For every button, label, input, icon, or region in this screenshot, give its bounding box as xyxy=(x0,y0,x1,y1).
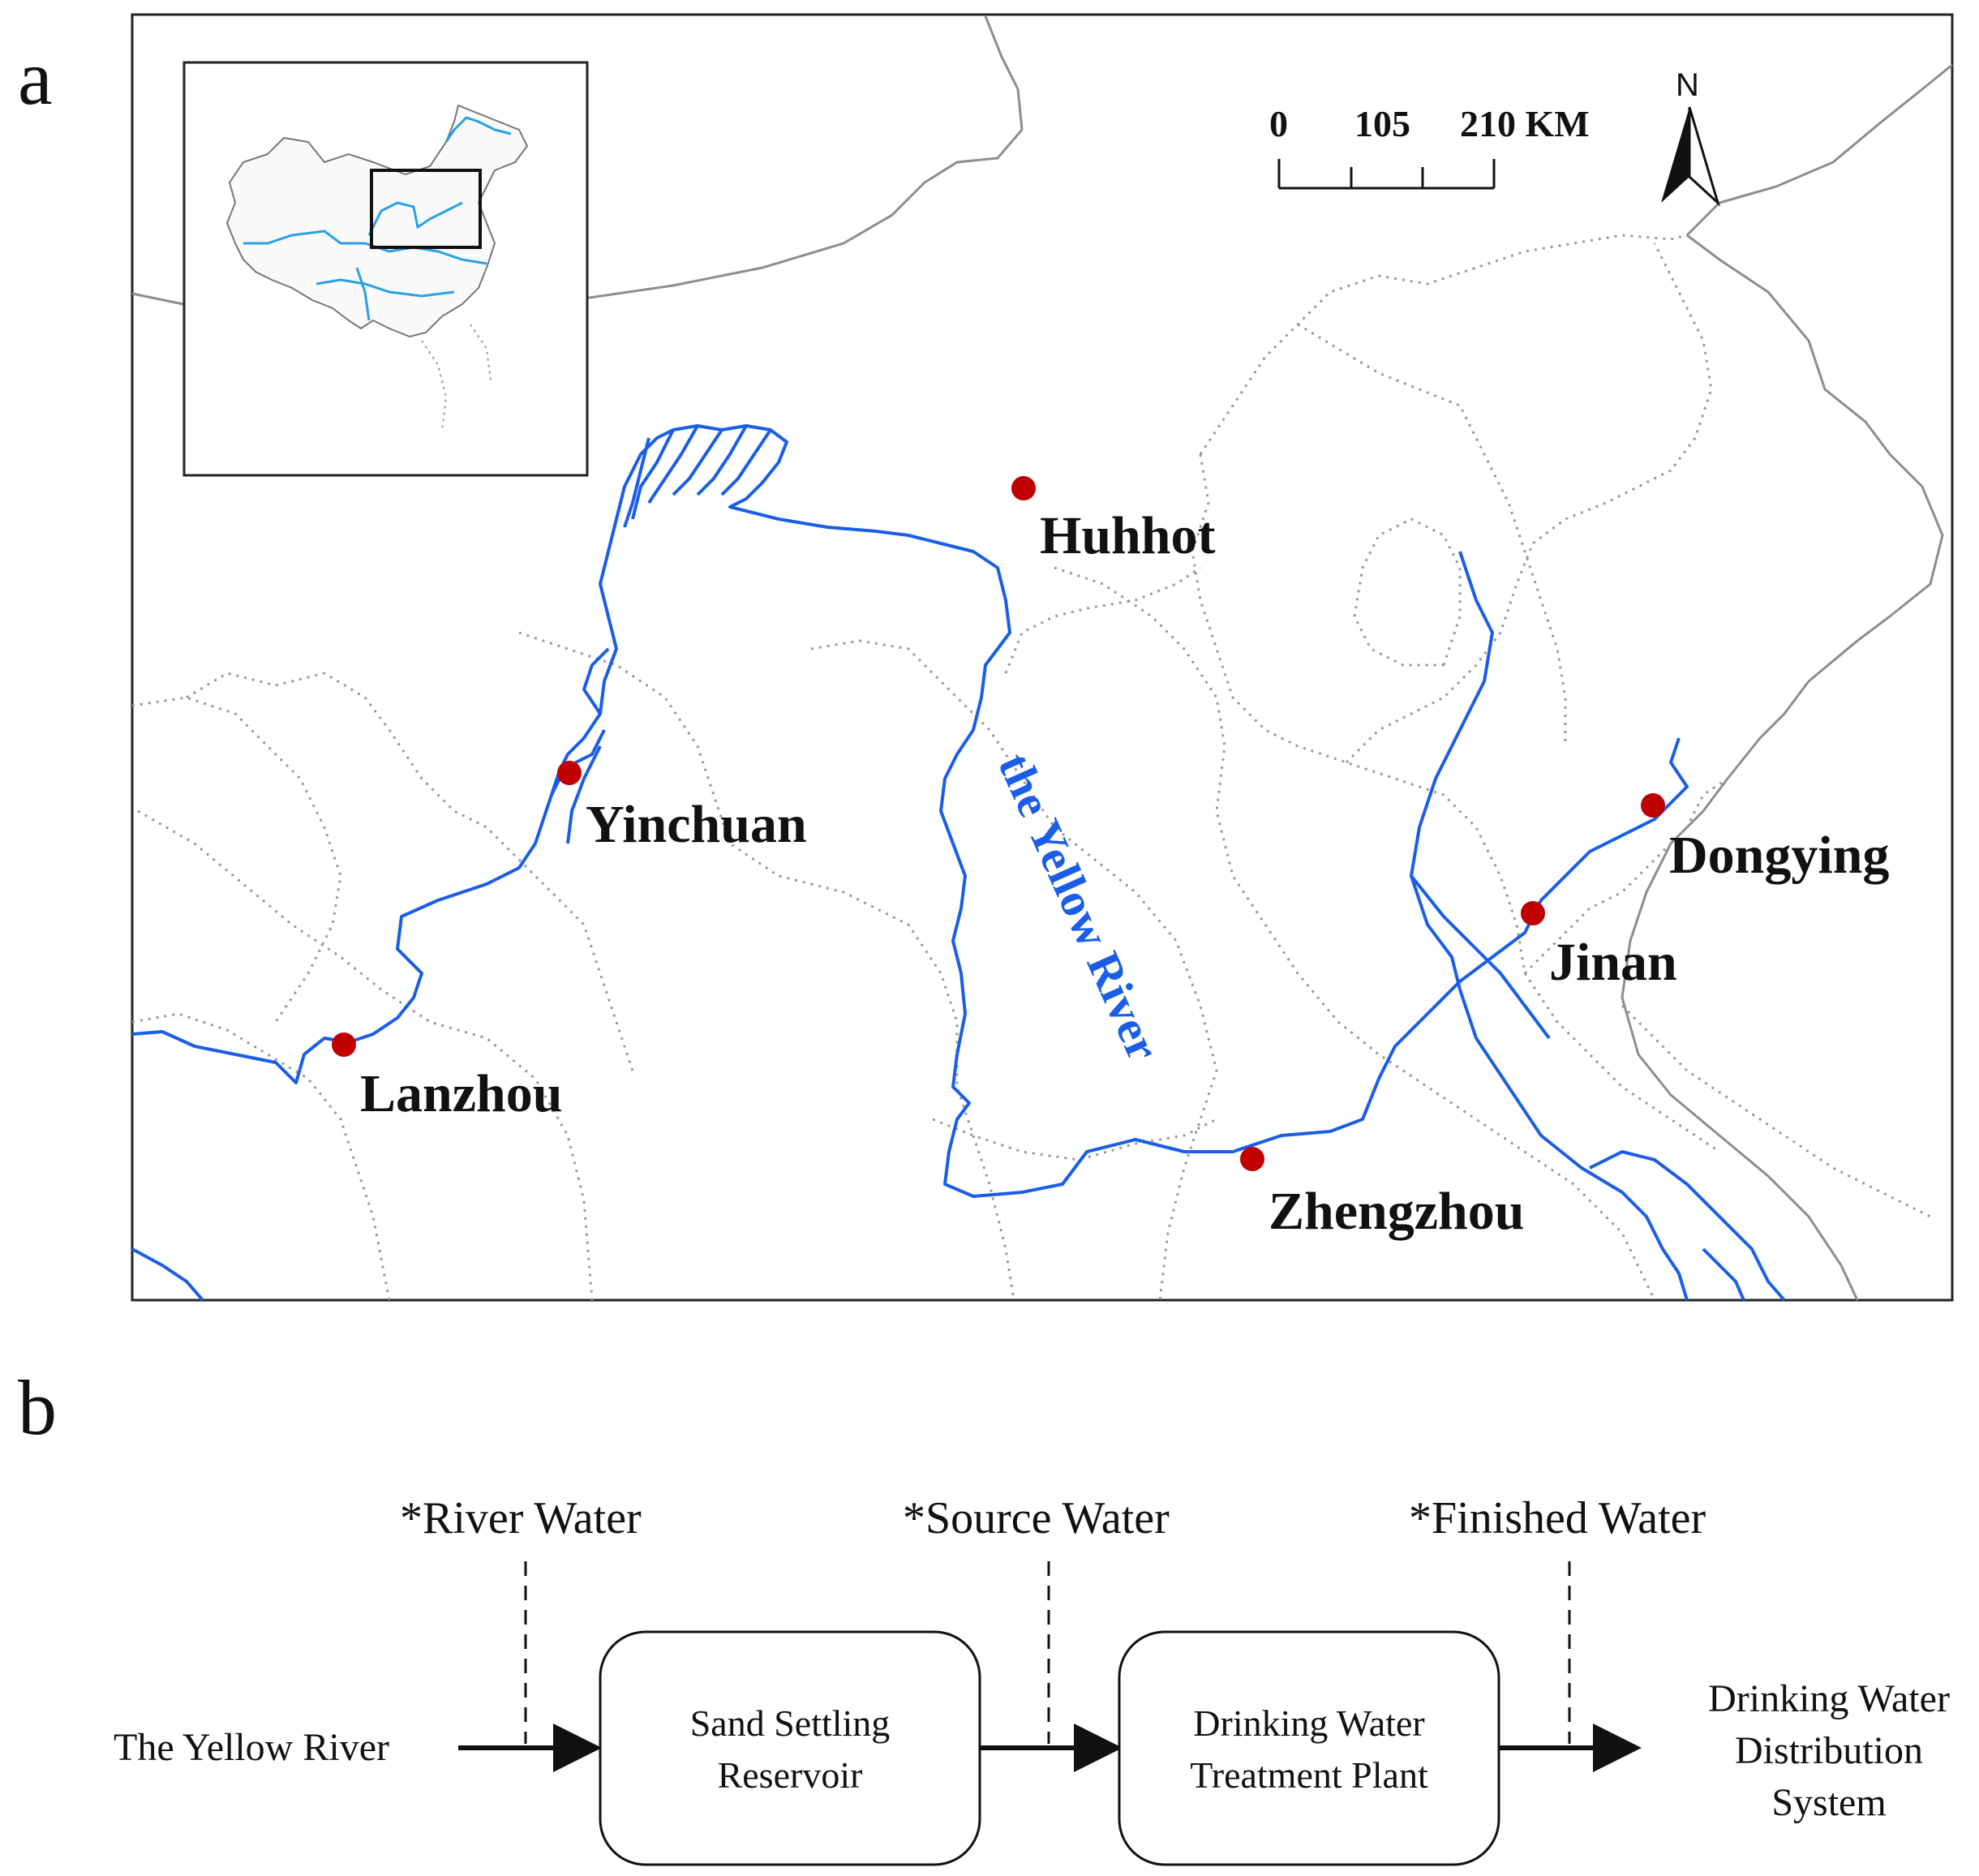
distribution-system-label: Drinking Water Distribution System xyxy=(1708,1677,1950,1824)
scale-tick-label: 105 xyxy=(1354,103,1410,144)
sample-point-label: *Finished Water xyxy=(1409,1493,1706,1543)
box-label-line: Sand Settling xyxy=(690,1702,891,1744)
panel-a-letter: a xyxy=(18,34,53,121)
inset-map xyxy=(182,61,589,477)
city-label: Lanzhou xyxy=(360,1064,562,1123)
city-marker-dot xyxy=(1240,1147,1264,1171)
city-huhhot: Huhhot xyxy=(1011,476,1215,565)
destination-label-line: Drinking Water xyxy=(1708,1677,1950,1720)
city-label: Zhengzhou xyxy=(1269,1182,1524,1241)
sample-point-label: *River Water xyxy=(400,1493,642,1543)
city-marker-dot xyxy=(332,1032,356,1057)
north-label: N xyxy=(1676,67,1699,103)
city-marker-dot xyxy=(557,761,582,785)
yellow-river xyxy=(131,424,1786,1302)
city-label: Jinan xyxy=(1549,933,1677,992)
box-label-line: Drinking Water xyxy=(1193,1702,1424,1744)
city-dongying: Dongying xyxy=(1641,793,1889,885)
coastline xyxy=(1621,234,1944,1301)
city-marker-dot xyxy=(1521,901,1545,925)
sample-point-label: *Source Water xyxy=(903,1493,1170,1543)
city-markers: Huhhot Yinchuan Lanzhou Zhengzhou Jinan … xyxy=(332,476,1889,1241)
box-label-line: Treatment Plant xyxy=(1190,1754,1428,1796)
destination-label-line: System xyxy=(1771,1781,1886,1824)
city-label: Huhhot xyxy=(1040,506,1215,565)
inset-study-area-box xyxy=(370,169,482,249)
city-lanzhou: Lanzhou xyxy=(332,1032,562,1123)
treatment-plant-box: Drinking Water Treatment Plant xyxy=(1118,1630,1500,1866)
city-marker-dot xyxy=(1641,793,1665,818)
scale-tick-label: 210 KM xyxy=(1460,103,1590,144)
city-label: Dongying xyxy=(1669,826,1889,885)
provincial-boundaries xyxy=(131,234,1931,1301)
scale-bar: 0 105 210 KM xyxy=(1269,103,1590,190)
city-marker-dot xyxy=(1011,476,1036,500)
scale-tick-label: 0 xyxy=(1269,103,1288,144)
map-panel: the Yellow River Huhhot Yinchuan Lanzhou… xyxy=(131,13,1954,1302)
flow-diagram: *River Water *Source Water *Finished Wat… xyxy=(114,1493,1950,1866)
destination-label-line: Distribution xyxy=(1735,1729,1923,1772)
city-label: Yinchuan xyxy=(586,795,807,854)
north-arrow-icon: N xyxy=(1661,67,1720,207)
box-label-line: Reservoir xyxy=(718,1754,863,1796)
sand-settling-reservoir-box: Sand Settling Reservoir xyxy=(599,1630,981,1866)
flow-source-label: The Yellow River xyxy=(114,1726,389,1769)
city-yinchuan: Yinchuan xyxy=(557,761,807,854)
coastline-north xyxy=(1685,63,1953,237)
city-zhengzhou: Zhengzhou xyxy=(1240,1147,1524,1241)
city-jinan: Jinan xyxy=(1521,901,1677,992)
panel-b-letter: b xyxy=(18,1364,57,1451)
